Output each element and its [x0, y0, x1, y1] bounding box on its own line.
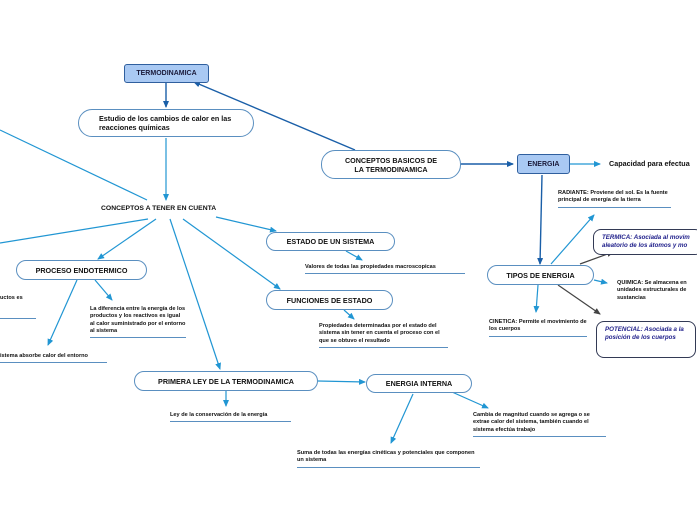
node-funciones-estado[interactable]: FUNCIONES DE ESTADO [266, 290, 393, 310]
link-tipos-radiante [550, 214, 595, 265]
node-tipos-energia[interactable]: TIPOS DE ENERGIA [487, 265, 594, 285]
node-potencial[interactable]: POTENCIAL: Asociada a la posición de los… [596, 321, 696, 358]
link-endotermico-left [47, 279, 78, 346]
node-conceptos-tener[interactable]: CONCEPTOS A TENER EN CUENTA [101, 205, 217, 212]
node-conceptos-basicos[interactable]: CONCEPTOS BASICOS DE LA TERMODINAMICA [321, 150, 461, 179]
link-conceptos-tener-offscreen [0, 218, 149, 244]
link-conceptos-basicos-termodinamica [193, 81, 356, 151]
link-estado-valores [345, 250, 363, 261]
link-energia-interna-suma [390, 393, 414, 444]
node-proceso-endotermico[interactable]: PROCESO ENDOTERMICO [16, 260, 147, 280]
link-endotermico-diferencia [94, 279, 113, 301]
link-primera-ley-energia-interna [317, 378, 366, 385]
node-estado-sistema[interactable]: ESTADO DE UN SISTEMA [266, 232, 395, 251]
link-tipos-potencial [557, 284, 601, 315]
link-funciones-propiedades [343, 309, 355, 320]
note-ley-conservacion: Ley de la conservación de la energía [170, 412, 291, 423]
link-conceptos-tener-estado [215, 216, 277, 233]
note-sistema-absorbe: istema absorbe calor del entorno [0, 353, 107, 364]
note-quimica: QUIMICA: Se almacena en unidades estruct… [617, 280, 687, 301]
note-diferencia: La diferencia entre la energía de los pr… [90, 306, 186, 339]
link-offscreen-conceptos-tener [0, 129, 148, 201]
note-suma: Suma de todas las energías cinéticas y p… [297, 450, 480, 468]
link-tipos-quimica [593, 278, 608, 285]
link-conceptos-tener-funciones [182, 218, 281, 290]
link-conceptos-tener-primera-ley [169, 218, 221, 370]
note-valores: Valores de todas las propiedades macrosc… [305, 264, 465, 275]
node-energia[interactable]: ENERGIA [517, 154, 570, 174]
node-capacidad[interactable]: Capacidad para efectua [609, 159, 690, 168]
link-tipos-cinetica [533, 284, 540, 313]
note-productos-es: uctos es [0, 295, 36, 319]
link-energia-interna-cambia [451, 391, 489, 409]
node-estudio[interactable]: Estudio de los cambios de calor en las r… [78, 109, 254, 137]
node-termodinamica[interactable]: TERMODINAMICA [124, 64, 209, 83]
note-cinetica: CINETICA: Permite el movimiento de los c… [489, 319, 587, 337]
note-cambia-magnitud: Cambia de magnitud cuando se agrega o se… [473, 412, 606, 437]
node-energia-interna[interactable]: ENERGIA INTERNA [366, 374, 472, 393]
link-conceptos-tener-endotermico [97, 218, 157, 260]
link-energia-tipos [537, 174, 544, 265]
note-radiante: RADIANTE: Proviene del sol. Es la fuente… [558, 190, 671, 208]
node-primera-ley[interactable]: PRIMERA LEY DE LA TERMODINAMICA [134, 371, 318, 391]
note-propiedades: Propiedades determinadas por el estado d… [319, 323, 448, 348]
node-termica[interactable]: TERMICA: Asociada al movim aleatorio de … [593, 229, 697, 255]
